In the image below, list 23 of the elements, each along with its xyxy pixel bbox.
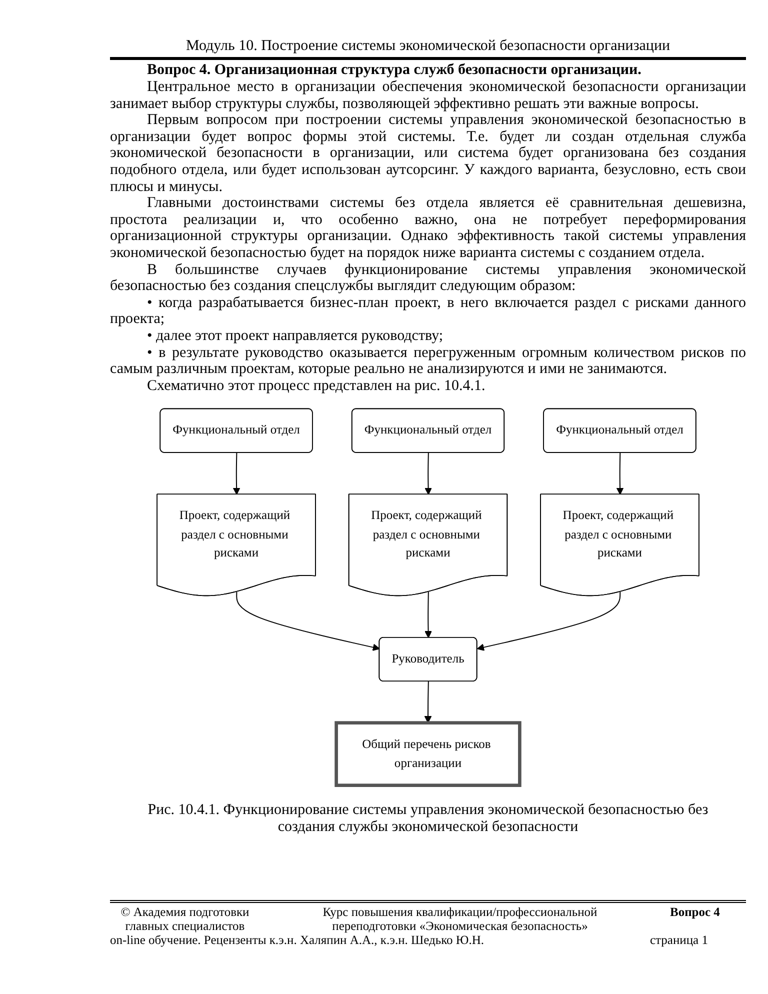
paragraph: Центральное место в организации обеспечения экономической безопасности организации занимает выбор структуры службы, позволяющей эффективно решать эти важные вопросы. [110, 79, 746, 112]
paragraph: • когда разрабатывается бизнес-план проект, в него включается раздел с рисками данного проекта; [110, 294, 746, 328]
figure-caption: Рис. 10.4.1. Функционирование системы управления экономической безопасностью без создания службы экономической безопасности [146, 802, 710, 836]
paragraph: В большинстве случаев функционирование системы управления экономической безопасностью без создания спецслужбы выглядит следующим образом: [110, 262, 746, 295]
section-title: Вопрос 4. Организационная структура служб безопасности организации. [146, 62, 642, 79]
footer-text: Вопрос 4 [670, 905, 720, 921]
page-number: страница 1 [650, 933, 708, 947]
paragraph: Главными достоинствами системы без отдела является её сравнительная дешевизна, простота реализации и, что особенно важно, она не потребует переформирования организационной структуры организации. Однако эффективность такой системы управления экономической безопасностью будет на порядок ниже варианта системы с созданием отдела. [110, 195, 746, 262]
arrow [232, 452, 240, 496]
footer-text: on-line обучение. Рецензенты к.э.н. Халяпин А.А., к.э.н. Шедько Ю.Н. [110, 933, 486, 947]
arrow [236, 592, 380, 652]
arrow [424, 592, 432, 638]
paragraph: • в результате руководство оказывается перегруженным огромным количеством рисков по самым различным проектам, которые реально не анализируются и ими не занимаются. [110, 344, 746, 378]
paragraph: • далее этот проект направляется руководству; [146, 328, 444, 344]
paragraph: Первым вопросом при построении системы управления экономической безопасностью в организации будет вопрос формы этой системы. Т.е. будет ли создан отдельная служба экономической безопасности в организации, или система будет организована без создания подобного отдела, или будет использован аутсорсинг. У каждого варианта, безусловно, есть свои плюсы и минусы. [110, 112, 746, 196]
node-box: Общий перечень рисков организации [334, 721, 522, 788]
arrow [424, 681, 432, 724]
footer-text: Курс повышения квалификации/профессиональной переподготовки «Экономическая безопасность» [322, 905, 598, 933]
arrow [616, 452, 624, 496]
paragraph: Схематично этот процесс представлен на рис. 10.4.1. [146, 378, 486, 394]
page-header: Модуль 10. Построение системы экономической безопасности организации [110, 38, 746, 60]
arrow [424, 452, 432, 496]
arrow [476, 592, 621, 652]
